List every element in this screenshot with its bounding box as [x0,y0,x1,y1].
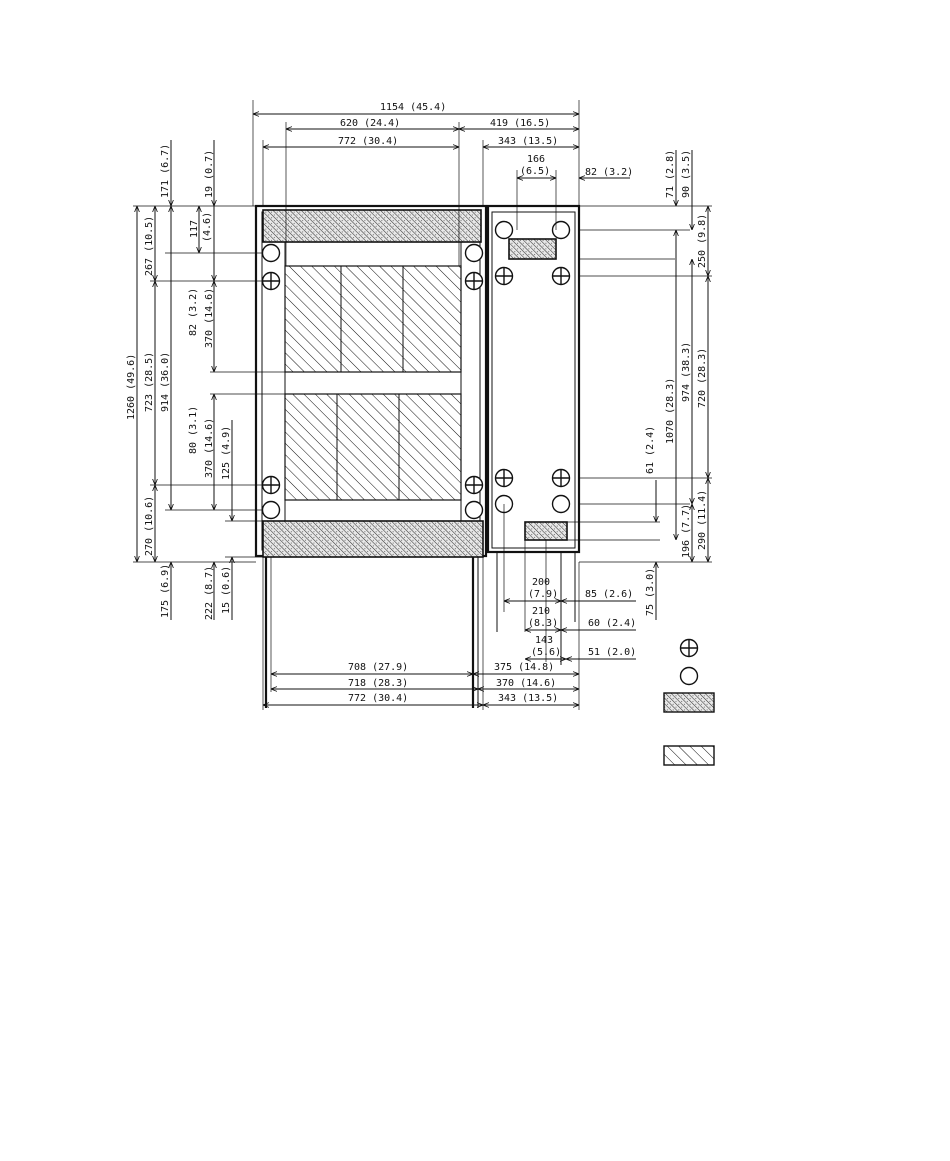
dim-200: 200 [532,577,550,588]
dim-370-upper: 370 (14.6) [204,288,215,348]
dim-71: 71 (2.8) [665,150,676,198]
dim-80: 80 (3.1) [188,406,199,454]
side-unit [486,204,581,665]
dim-620: 620 (24.4) [340,118,400,129]
dim-720: 720 (28.3) [697,348,708,408]
dim-117: 117 [189,220,200,238]
dim-210-in: (8.3) [528,618,558,629]
dim-82-top: 82 (3.2) [585,167,633,178]
dim-270: 270 (10.6) [144,496,155,556]
dim-1154: 1154 (45.4) [380,102,446,113]
legend [663,638,715,766]
legend-crossed-circle-icon [679,638,699,658]
dim-196: 196 (7.7) [681,504,692,558]
side-top-pad [508,238,557,260]
dim-60: 60 (2.4) [588,618,636,629]
dim-914: 914 (36.0) [160,352,171,412]
dim-974: 974 (38.3) [681,342,692,402]
dim-90: 90 (3.5) [681,150,692,198]
dim-708: 708 (27.9) [348,662,408,673]
dim-171: 171 (6.7) [160,144,171,198]
dim-143: 143 [535,635,553,646]
dim-419: 419 (16.5) [490,118,550,129]
legend-open-circle-icon [679,666,699,686]
legend-diagonal-hatch-swatch [663,745,715,766]
side-bottom-pad [524,521,568,541]
dim-117-in: (4.6) [202,212,213,242]
dim-75: 75 (3.0) [645,568,656,616]
legend-dense-hatch-swatch [663,692,715,713]
dim-222: 222 (8.7) [204,566,215,620]
dim-85: 85 (2.6) [585,589,633,600]
dim-718: 718 (28.3) [348,678,408,689]
dim-250: 250 (9.8) [697,214,708,268]
dim-19: 19 (0.7) [204,150,215,198]
top-dimensions: 1154 (45.4) 620 (24.4) 419 (16.5) 772 (3… [252,100,633,266]
dim-210: 210 [532,606,550,617]
dim-1070: 1070 (28.3) [665,378,676,444]
dim-51: 51 (2.0) [588,647,636,658]
dim-166-in: (6.5) [520,166,550,177]
top-base-band [262,209,482,243]
dim-1260: 1260 (49.6) [126,354,137,420]
dim-82-left: 82 (3.2) [188,288,199,336]
dim-200-in: (7.9) [528,589,558,600]
bottom-base-band [262,520,484,558]
dim-772-top: 772 (30.4) [338,136,398,147]
lower-right-dimensions: 200 (7.9) 85 (2.6) 210 (8.3) 60 (2.4) 14… [503,504,636,662]
dim-375: 375 (14.8) [494,662,554,673]
main-unit [254,204,488,708]
dim-125: 125 (4.9) [221,426,232,480]
dim-61: 61 (2.4) [645,426,656,474]
dim-166: 166 [527,154,545,165]
dim-723: 723 (28.5) [144,352,155,412]
dim-175: 175 (6.9) [160,564,171,618]
dim-290: 290 (11.4) [697,490,708,550]
dim-370-lower: 370 (14.6) [204,418,215,478]
dim-143-in: (5.6) [531,647,561,658]
dim-15: 15 (0.6) [221,566,232,614]
dim-343-bottom: 343 (13.5) [498,693,558,704]
dim-370-bottom: 370 (14.6) [496,678,556,689]
dim-772-bottom: 772 (30.4) [348,693,408,704]
dim-343-top: 343 (13.5) [498,136,558,147]
dim-267: 267 (10.5) [144,216,155,276]
right-dimensions: 71 (2.8) 90 (3.5) 250 (9.8) 974 (38.3) 7… [567,150,712,620]
bottom-dimensions: 708 (27.9) 375 (14.8) 718 (28.3) 370 (14… [262,557,580,710]
left-dimensions: 171 (6.7) 19 (0.7) 117 (4.6) 267 (10.5) … [126,140,285,620]
